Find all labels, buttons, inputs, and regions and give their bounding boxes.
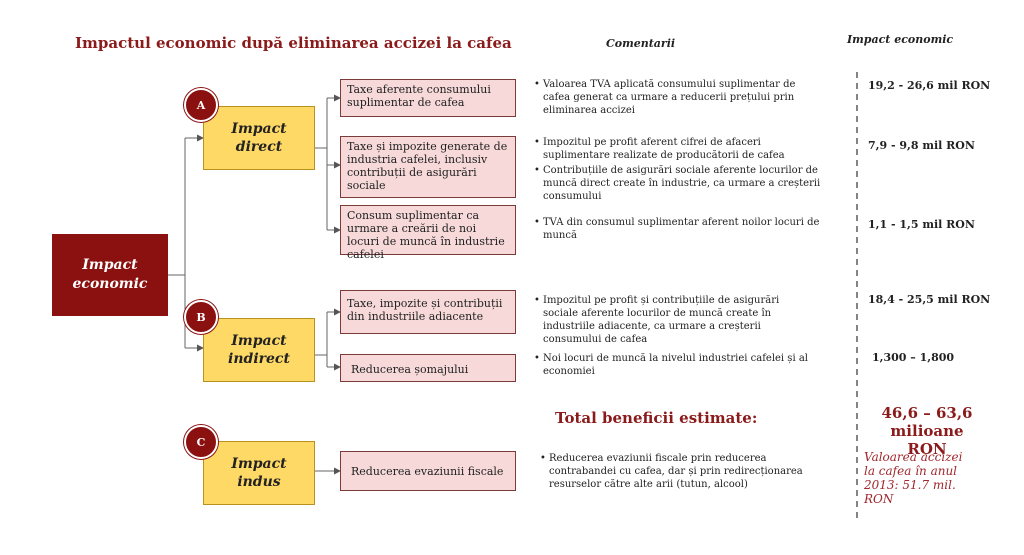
box-consum-suplimentar: Consum suplimentar ca urmare a creării d… [340, 205, 516, 261]
comments-header: Comentarii [606, 37, 676, 50]
node-label-line1: Impact [231, 121, 287, 137]
box-taxe-industrie: Taxe și impozite generate de industria c… [340, 136, 516, 198]
comment-item: TVA din consumul suplimentar aferent noi… [534, 216, 824, 242]
value-indirect-locuri: 1,300 – 1,800 [872, 351, 955, 364]
root-label-line1: Impact [82, 257, 138, 273]
root-label-line2: economic [72, 276, 148, 292]
box-reducerea-somajului: Reducerea șomajului [340, 354, 516, 382]
comment-item: Reducerea evaziunii fiscale prin reducer… [540, 452, 820, 491]
badge-a: A [184, 88, 218, 122]
impact-header: Impact economic [847, 33, 954, 46]
value-direct-taxe: 7,9 - 9,8 mil RON [868, 139, 975, 152]
node-label-line2: indus [237, 474, 281, 490]
box-industrii-adiacente: Taxe, impozite și contribuții din indust… [340, 290, 516, 334]
root-node-impact-economic: Impact economic [52, 234, 168, 316]
comment-group-3: TVA din consumul suplimentar aferent noi… [534, 216, 824, 244]
badge-c: C [184, 425, 218, 459]
total-value: 46,6 – 63,6 milioane RON [881, 404, 973, 458]
comment-group-5: Noi locuri de muncă la nivelul industrie… [534, 352, 824, 380]
excise-note: Valoarea accizei la cafea în anul 2013: … [864, 450, 963, 506]
comment-group-2: Impozitul pe profit aferent cifrei de af… [534, 136, 824, 205]
node-impact-direct: Impact direct [203, 106, 315, 170]
node-label-line1: Impact [231, 456, 287, 472]
box-reducerea-evaziunii: Reducerea evaziunii fiscale [340, 451, 516, 491]
comment-item: Impozitul pe profit aferent cifrei de af… [534, 136, 824, 162]
comment-item: Contribuțiile de asigurări sociale afere… [534, 164, 824, 203]
node-label-line2: direct [235, 139, 283, 155]
badge-b: B [184, 300, 218, 334]
box-taxe-consum: Taxe aferente consumului suplimentar de … [340, 79, 516, 117]
node-impact-indirect: Impact indirect [203, 318, 315, 382]
node-label-line2: indirect [228, 351, 290, 367]
value-direct-tva: 19,2 - 26,6 mil RON [868, 79, 991, 92]
comment-item: Noi locuri de muncă la nivelul industrie… [534, 352, 824, 378]
comment-item: Valoarea TVA aplicată consumului suplime… [534, 78, 824, 117]
comment-item: Impozitul pe profit și contribuțiile de … [534, 294, 814, 346]
node-label-line1: Impact [231, 333, 287, 349]
node-impact-indus: Impact indus [203, 441, 315, 505]
comment-group-4: Impozitul pe profit și contribuțiile de … [534, 294, 814, 348]
total-label: Total beneficii estimate: [555, 409, 758, 427]
comment-group-6: Reducerea evaziunii fiscale prin reducer… [540, 452, 820, 493]
value-direct-consum: 1,1 - 1,5 mil RON [868, 218, 975, 231]
page-title: Impactul economic după eliminarea accize… [75, 34, 512, 52]
comment-group-1: Valoarea TVA aplicată consumului suplime… [534, 78, 824, 119]
value-indirect-taxe: 18,4 - 25,5 mil RON [868, 293, 991, 306]
